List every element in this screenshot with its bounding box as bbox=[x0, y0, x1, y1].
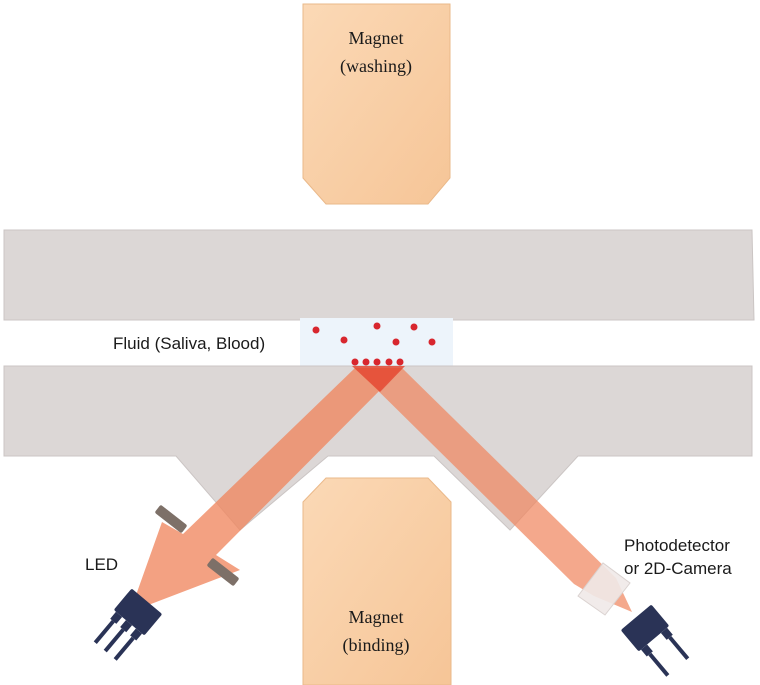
reflection-spot bbox=[352, 366, 405, 392]
particle bbox=[392, 338, 400, 346]
top-magnet-label-line1: Magnet bbox=[349, 28, 404, 48]
led-label: LED bbox=[85, 555, 118, 574]
fluid-label: Fluid (Saliva, Blood) bbox=[113, 334, 265, 353]
reflected-beam bbox=[355, 368, 632, 612]
incident-beam bbox=[130, 368, 402, 612]
detector-lens bbox=[577, 562, 631, 616]
magnetic-particles bbox=[312, 322, 436, 366]
particle bbox=[362, 358, 370, 366]
filter-bar-right bbox=[207, 558, 239, 586]
particle bbox=[312, 326, 320, 334]
particle bbox=[410, 323, 418, 331]
bottom-magnet bbox=[302, 477, 452, 685]
detector-label-line2: or 2D-Camera bbox=[624, 559, 732, 578]
bottom-magnet-label-line2: (binding) bbox=[343, 635, 410, 656]
top-magnet bbox=[302, 3, 451, 205]
particle bbox=[373, 322, 381, 330]
filter-bar-left bbox=[155, 505, 187, 533]
particle bbox=[385, 358, 393, 366]
photodetector-device bbox=[621, 605, 690, 677]
bottom-magnet-label-line1: Magnet bbox=[349, 607, 404, 627]
top-magnet-label-line2: (washing) bbox=[340, 56, 412, 77]
particle bbox=[340, 336, 348, 344]
lower-glass-prism bbox=[3, 365, 753, 531]
particle bbox=[351, 358, 359, 366]
detector-label-line1: Photodetector bbox=[624, 536, 730, 555]
led-device bbox=[93, 589, 162, 661]
upper-glass-slab bbox=[3, 229, 755, 321]
particle bbox=[396, 358, 404, 366]
particle bbox=[428, 338, 436, 346]
particle bbox=[373, 358, 381, 366]
